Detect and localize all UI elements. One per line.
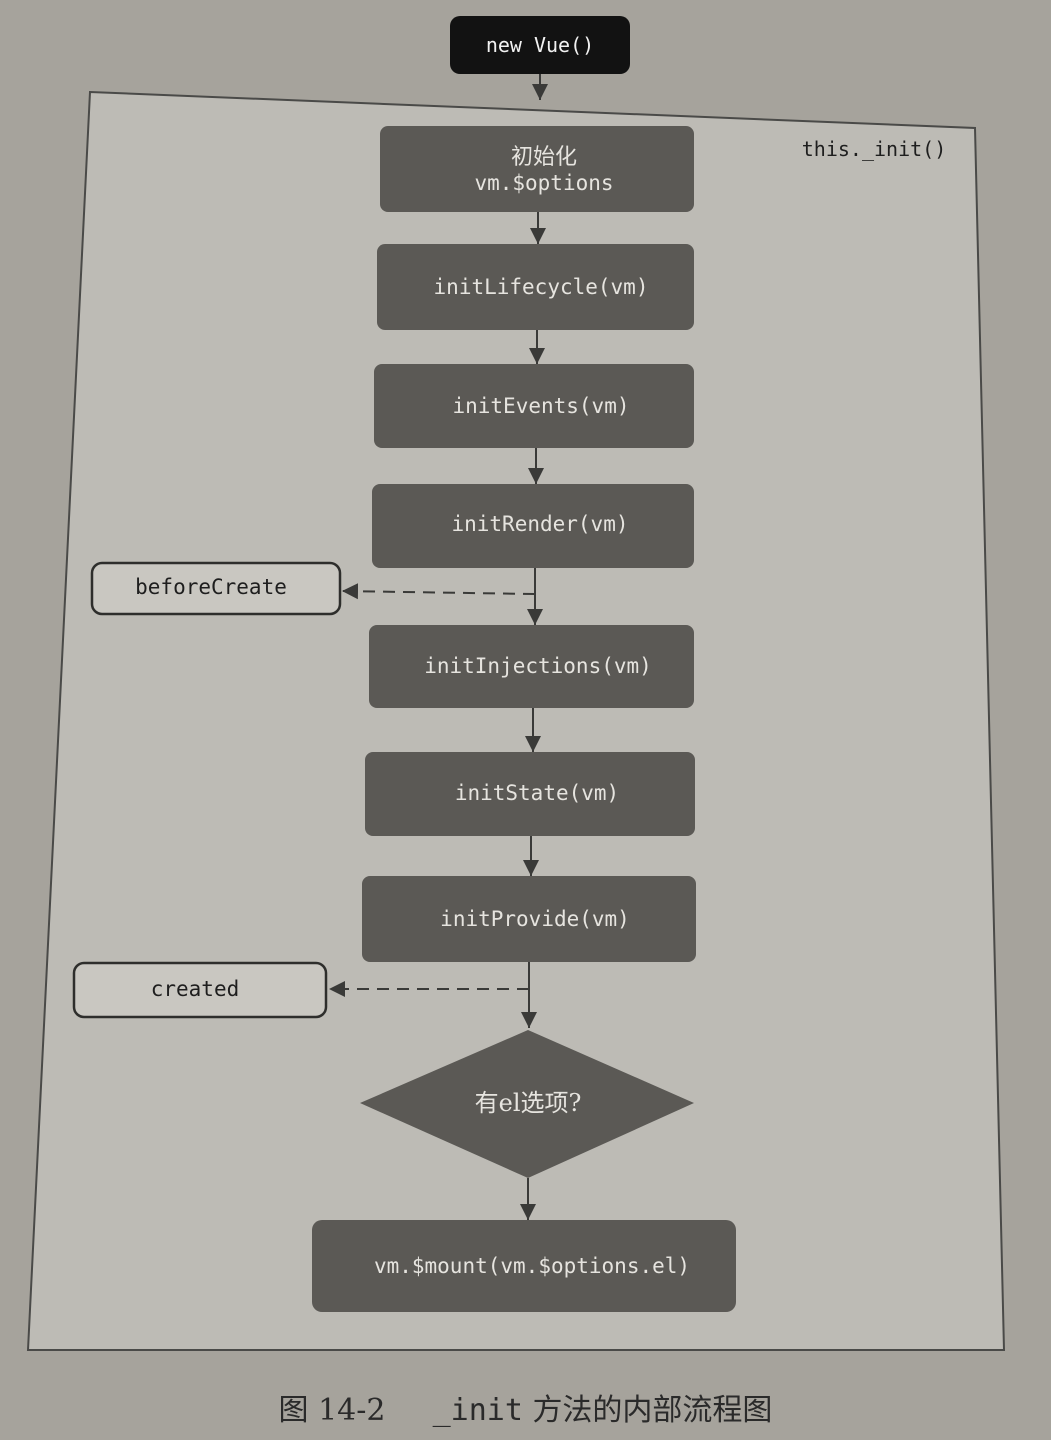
step-init-options-code: vm.$options [474, 171, 613, 195]
decision-has-el-label: 有el选项? [475, 1089, 582, 1117]
caption-figure-number: 图 14-2 [278, 1393, 386, 1428]
caption-text: 方法的内部流程图 [532, 1393, 773, 1428]
init-flowchart: this._init() new Vue() 初始化 vm.$options i… [26, 16, 1006, 1351]
edge-to-before-create [341, 583, 536, 600]
hook-before-create-label: beforeCreate [135, 575, 287, 599]
step-init-render [372, 484, 694, 568]
step-mount-label: vm.$mount(vm.$options.el) [374, 1254, 690, 1278]
entry-node [450, 16, 630, 74]
step-init-events [374, 364, 694, 448]
decision-has-el [360, 1030, 694, 1178]
step-init-lifecycle-label: initLifecycle(vm) [434, 275, 649, 299]
step-mount [312, 1220, 736, 1312]
figure-caption: 图 14-2 _init 方法的内部流程图 [0, 1385, 1051, 1429]
step-init-provide [362, 876, 696, 962]
step-init-state [365, 752, 695, 836]
container-label: this._init() [802, 137, 947, 161]
hook-created-label: created [151, 977, 240, 1001]
hook-before-create [90, 561, 342, 616]
step-init-state-label: initState(vm) [455, 781, 619, 805]
step-init-lifecycle [377, 244, 694, 330]
step-init-options [380, 126, 694, 212]
step-init-events-label: initEvents(vm) [452, 394, 629, 418]
step-init-provide-label: initProvide(vm) [440, 907, 630, 931]
hook-created [72, 961, 328, 1019]
entry-label: new Vue() [486, 33, 594, 57]
init-container [26, 90, 1006, 1351]
step-init-injections [369, 625, 694, 708]
step-init-options-title: 初始化 [511, 145, 577, 170]
step-init-injections-label: initInjections(vm) [424, 654, 652, 678]
step-init-render-label: initRender(vm) [451, 512, 628, 536]
caption-code: _init [432, 1393, 523, 1428]
